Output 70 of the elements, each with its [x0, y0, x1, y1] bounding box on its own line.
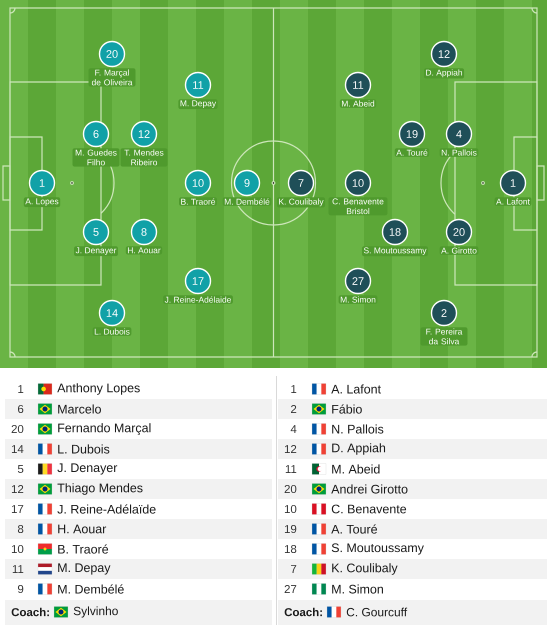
player-name: J. Denayer [57, 463, 118, 475]
player-name: M. Dembélé [58, 584, 124, 594]
player-name: Fábio [332, 404, 362, 414]
player-name: A. Touré [394, 148, 430, 157]
shirt-number: 11 [12, 565, 24, 573]
player-name: L. Dubois [58, 444, 110, 454]
shirt-number: 6 [18, 404, 24, 414]
player-name: F. Marçal de Oliveira [88, 68, 136, 87]
player-name: H. Aouar [58, 524, 106, 534]
player-name: M. Abeid [340, 99, 376, 108]
player-name: N. Pallois [332, 424, 384, 434]
player-name: B. Traoré [179, 197, 217, 206]
shirt-number: 19 [284, 524, 296, 534]
shirt-number: 14 [12, 445, 24, 453]
shirt-number: 17 [12, 505, 24, 513]
player-name: F. Pereira da Silva [420, 327, 468, 346]
player-name: A. Lafont [494, 197, 532, 206]
player-name: M. Simon [338, 295, 378, 304]
player-name: J. Reine-Adélaide [163, 295, 233, 304]
player-name: L. Dubois [92, 327, 132, 336]
shirt-number: 20 [12, 424, 24, 434]
player-name: Fernando Marçal [58, 423, 150, 435]
player-name: J. Reine-Adélaïde [57, 504, 156, 514]
player-name: K. Coulibaly [332, 563, 398, 575]
shirt-number: 8 [18, 524, 24, 534]
player-name: M. Simon [332, 584, 383, 594]
player-name: Marcelo [58, 404, 101, 414]
player-name: A. Touré [331, 524, 378, 534]
shirt-number: 10 [284, 504, 296, 514]
player-name: Andrei Girotto [331, 484, 408, 494]
player-name: C. Benavente [332, 504, 406, 514]
coach-label: Coach: [284, 608, 322, 616]
shirt-number: 9 [18, 584, 24, 594]
shirt-number: 27 [284, 585, 296, 593]
player-name: Anthony Lopes [57, 383, 140, 395]
shirt-number: 10 [12, 544, 24, 554]
player-name: A. Lopes [24, 197, 60, 208]
shirt-number: 20 [284, 484, 296, 494]
player-name: N. Pallois [440, 148, 478, 157]
player-name: S. Moutoussamy [362, 246, 428, 256]
player-name: M. Dembélé [222, 197, 272, 206]
shirt-number: 1 [18, 385, 24, 393]
player-name: D. Appiah [332, 443, 386, 455]
shirt-number: 1 [291, 385, 296, 393]
player-name: Thiago Mendes [57, 483, 143, 495]
coach-name: C. Gourcuff [346, 608, 408, 616]
player-name: D. Appiah [424, 68, 464, 78]
shirt-number: 12 [284, 445, 296, 453]
shirt-number: 7 [291, 565, 296, 573]
player-name: B. Traoré [58, 544, 108, 554]
shirt-number: 4 [290, 425, 296, 433]
shirt-number: 2 [291, 405, 296, 413]
player-name: J. Denayer [74, 246, 118, 256]
player-name: M. Abeid [332, 464, 380, 474]
shirt-number: 18 [284, 544, 296, 554]
player-name: M. Depay [178, 99, 218, 110]
player-name: H. Aouar [126, 246, 162, 254]
shirt-number: 11 [286, 465, 296, 473]
player-name: S. Moutoussamy [332, 543, 424, 555]
player-name: K. Coulibaly [276, 197, 326, 208]
player-name: T. Mendes Ribeiro [120, 148, 168, 167]
player-name: C. Benavente Bristol [328, 197, 388, 216]
coach-label: Coach: [12, 608, 49, 616]
player-name: M. Guedes Filho [72, 148, 120, 167]
player-name: M. Depay [58, 563, 110, 575]
shirt-number: 5 [18, 465, 24, 473]
player-name: A. Lafont [331, 384, 381, 394]
coach-name: Sylvinho [74, 606, 118, 618]
shirt-number: 12 [12, 485, 24, 493]
player-name: A. Girotto [440, 246, 478, 255]
